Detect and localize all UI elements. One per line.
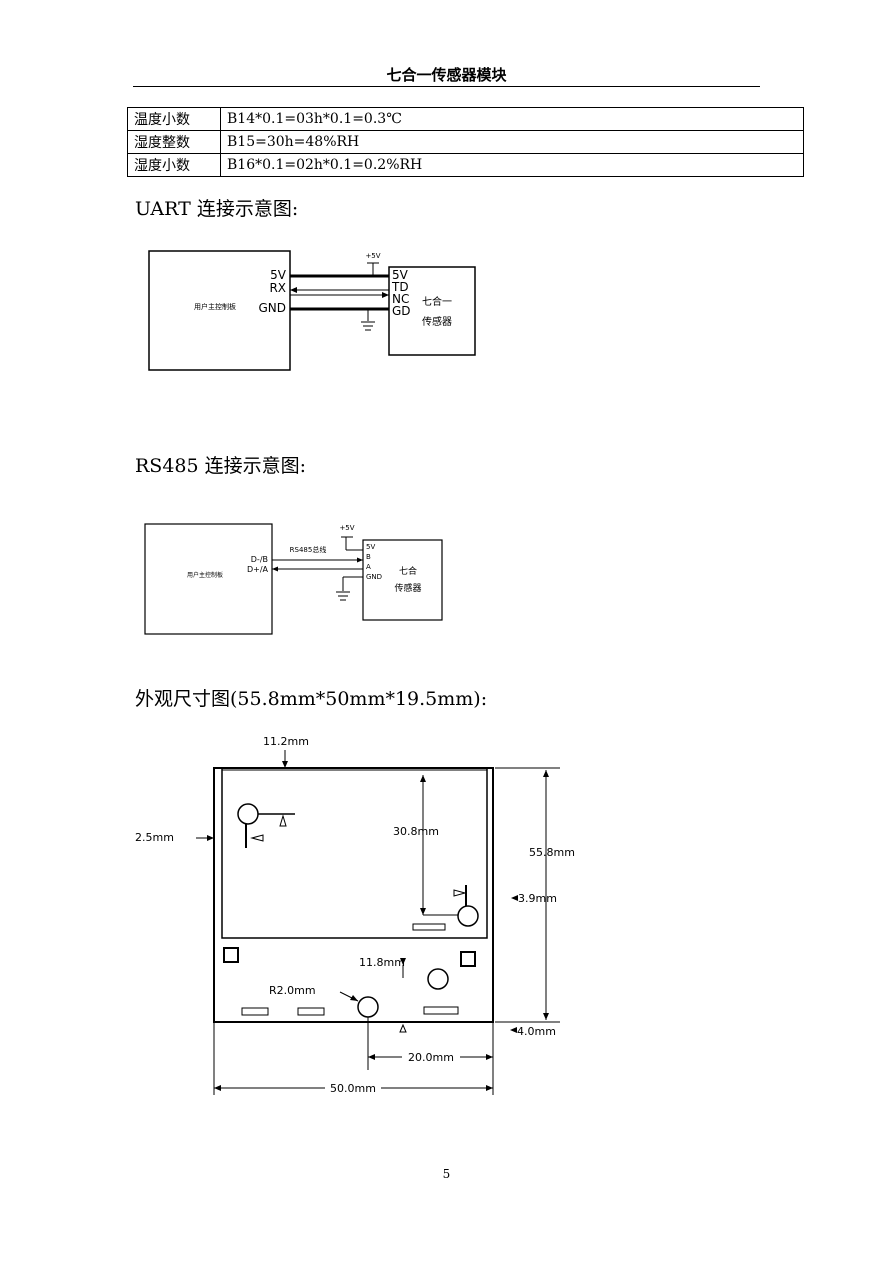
dim-top-arrow-icon [282,761,288,768]
rs485-b-arrow-icon [357,557,363,563]
rs485-a-arrow-icon [272,566,278,572]
uart-sensor-label-2: 传感器 [422,315,452,328]
dim-width-arrow-left-icon [214,1085,221,1091]
uart-sensor-box [388,266,476,356]
connector-top [412,923,446,931]
rs485-sensor-box [362,539,443,621]
dim-spacing-up-icon [399,1023,407,1033]
dim-width-arrow-right-icon [486,1085,493,1091]
table-row: 湿度整数 B15=30h=48%RH [127,130,804,154]
rs485-host-label: 用户主控制板 [187,571,223,579]
connector-bottom-2 [297,1007,325,1016]
dim-spacing-arrow-right-icon [486,1054,493,1060]
rs485-sensor-pin-a: A [366,563,371,571]
dimension-section-title: 外观尺寸图(55.8mm*50mm*19.5mm): [135,688,488,710]
chip-left [223,947,239,963]
uart-sensor-label-1: 七合一 [422,295,452,308]
uart-diagram: 用户主控制板 5V RX GND +5V 5V TD NC GD 七合一 传感器 [148,250,476,371]
uart-sensor-pin-nc: NC [392,292,409,306]
hole-arrow-up-icon [279,814,287,827]
uart-pin-rx: RX [269,281,286,295]
dim-right-offset: 3.9mm [518,892,557,905]
table-row: 湿度小数 B16*0.1=02h*0.1=0.2%RH [127,153,804,177]
connector-bottom-1 [241,1007,269,1016]
dim-hole-height-arrow-top-icon [420,775,426,782]
rs485-ground-icon [336,591,350,601]
chip-right [460,951,476,967]
dimension-drawing: 11.2mm 2.5mm 30.8mm 55.8mm 3.9mm 11.8mm … [135,735,575,1095]
hole-arrow-left-icon [250,834,264,842]
table-cell-key: 湿度整数 [127,130,221,154]
dim-hole-spacing: 20.0mm [408,1051,454,1064]
rs485-host-box [144,523,273,635]
rs485-sensor-label-2: 传感器 [394,582,421,594]
board-outline [213,767,494,1023]
table-row: 温度小数 B14*0.1=03h*0.1=0.3℃ [127,107,804,131]
dim-total-height-arrow-top-icon [543,770,549,777]
uart-sensor-pin-5v: 5V [392,268,409,282]
hole-lower-right [427,968,449,990]
rs485-sensor-pin-gnd: GND [366,573,382,581]
rs485-pin-a: D+/A [247,565,269,574]
rs485-section-title: RS485 连接示意图: [135,455,307,477]
hole-right [457,905,479,927]
table-cell-value: B15=30h=48%RH [220,130,804,154]
dim-bottom-arrow-icon [510,1027,517,1033]
uart-rx-arrow-icon [290,287,297,293]
dim-bottom-offset: 4.0mm [517,1025,556,1038]
dim-right-arrow-icon [511,895,518,901]
rs485-sensor-label-1: 七合 [399,565,417,577]
header-title: 七合一传感器模块 [386,66,507,84]
data-table: 温度小数 B14*0.1=03h*0.1=0.3℃ 湿度整数 B15=30h=4… [127,107,804,177]
uart-sensor-pin-gd: GD [392,304,411,318]
rs485-sensor-pin-5v: 5V [366,543,375,551]
rs485-pin-b: D-/B [251,555,268,564]
table-cell-value: B14*0.1=03h*0.1=0.3℃ [220,107,804,131]
rs485-diagram: 用户主控制板 D-/B D+/A RS485总线 +5V 5V B A GND … [144,523,443,635]
dim-left-offset: 2.5mm [135,831,174,844]
uart-section-title: UART 连接示意图: [135,198,299,220]
dim-total-height: 55.8mm [529,846,575,859]
table-cell-key: 湿度小数 [127,153,221,177]
uart-supply-label: +5V [365,252,380,260]
housing-outline [221,768,488,939]
rs485-bus-label: RS485总线 [290,545,327,554]
dim-radius: R2.0mm [269,984,316,997]
uart-pin-gnd: GND [258,301,286,315]
rs485-sensor-pin-b: B [366,553,371,561]
dim-hole-height-arrow-bottom-icon [420,908,426,915]
uart-sensor-pin-td: TD [391,280,409,294]
uart-pin-5v: 5V [270,268,287,282]
dim-hole-height: 30.8mm [393,825,439,838]
hole-right-arrow-icon [453,889,467,897]
dim-lower-hole: 11.8mm [359,956,405,969]
header-rule [133,86,760,87]
page-number: 5 [442,1167,451,1181]
table-cell-value: B16*0.1=02h*0.1=0.2%RH [220,153,804,177]
dim-width-bg [325,1081,381,1095]
dim-lower-arrow-icon [400,958,406,965]
dim-spacing-arrow-left-icon [368,1054,375,1060]
dim-left-arrow-icon [207,835,214,841]
uart-host-label: 用户主控制板 [194,302,236,311]
table-cell-key: 温度小数 [127,107,221,131]
dim-total-width: 50.0mm [330,1082,376,1095]
hole-lower-center [357,996,379,1018]
dim-spacing-bg [402,1050,460,1064]
uart-ground-icon [361,321,375,331]
hole-top-left [237,803,259,825]
connector-bottom-3 [423,1006,459,1015]
rs485-supply-label: +5V [339,524,354,532]
dim-radius-arrow-icon [350,995,358,1001]
dim-top-offset: 11.2mm [263,735,309,748]
dim-total-height-arrow-bottom-icon [543,1013,549,1020]
uart-tx-arrow-icon [382,292,389,298]
